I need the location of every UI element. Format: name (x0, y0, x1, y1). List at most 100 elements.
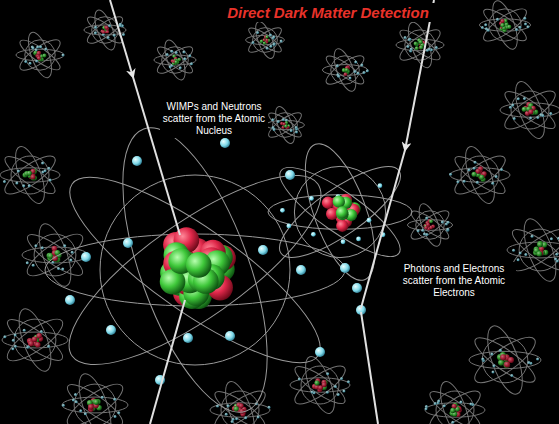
electron (500, 168, 503, 171)
electron-orbit (291, 135, 389, 288)
proton (105, 26, 109, 30)
electron (446, 228, 449, 231)
electron-orbit (290, 378, 350, 392)
electron (315, 347, 325, 357)
electron-orbit (425, 403, 485, 417)
electron-orbit (404, 19, 437, 70)
proton (88, 404, 94, 410)
electron (269, 33, 272, 36)
electron (170, 50, 173, 53)
electron (117, 411, 120, 414)
nucleus (450, 403, 462, 417)
electron (425, 233, 428, 236)
nucleus (87, 398, 102, 412)
electron-orbit (480, 5, 530, 46)
electron (23, 329, 26, 332)
electron (509, 106, 512, 109)
electron-orbit (460, 143, 501, 207)
electron (39, 45, 42, 48)
atom (469, 322, 541, 399)
electron (512, 249, 515, 252)
electron (273, 42, 276, 45)
electron (190, 62, 193, 65)
electron-orbit (405, 30, 435, 60)
atom (45, 111, 346, 424)
electron (298, 378, 301, 381)
electron (35, 60, 38, 63)
electron-orbit (416, 211, 445, 240)
electron (524, 22, 527, 25)
electron (22, 184, 25, 187)
electron (463, 180, 466, 183)
electron (175, 51, 178, 54)
electron (258, 245, 268, 255)
atom (2, 305, 68, 375)
electron (523, 97, 526, 100)
neutron (536, 251, 542, 257)
atom (265, 104, 304, 145)
electron (517, 97, 520, 100)
main-atoms (45, 111, 413, 424)
electron (495, 175, 498, 178)
electron (354, 60, 357, 63)
electron (280, 39, 283, 42)
electron (47, 345, 50, 348)
electron (491, 182, 494, 185)
electron (557, 237, 559, 240)
electron (311, 232, 316, 237)
electron-orbit (511, 91, 549, 129)
electron (490, 353, 493, 356)
electron-orbit (291, 361, 350, 409)
electron (225, 413, 228, 416)
electron-orbit (482, 337, 528, 383)
neutron (94, 399, 100, 405)
electron-orbit (518, 215, 559, 285)
electron (527, 361, 530, 364)
electron (65, 295, 75, 305)
electron-orbit (435, 378, 476, 424)
electron (311, 390, 314, 393)
incoming-track (405, 0, 434, 150)
atom (210, 378, 271, 424)
electron-orbit (469, 330, 541, 390)
electron (425, 405, 428, 408)
electron-orbit (426, 386, 485, 424)
electron (536, 357, 539, 360)
electron (41, 246, 44, 249)
electron (356, 237, 361, 242)
electron (280, 208, 285, 213)
electron (410, 47, 413, 50)
proton (28, 341, 34, 347)
nucleus (497, 352, 514, 368)
electron (406, 45, 409, 48)
proton (344, 72, 348, 76)
proton (426, 223, 430, 227)
neutron (419, 40, 423, 44)
nucleus (260, 35, 271, 44)
electron (404, 36, 407, 39)
atom (62, 370, 128, 424)
electron (467, 168, 470, 171)
electron-orbit (0, 150, 60, 200)
electron-orbit (23, 229, 88, 282)
electron-orbit (10, 143, 51, 207)
electrons (65, 138, 366, 385)
electron-orbit (268, 152, 412, 272)
electron (476, 181, 479, 184)
electron (17, 170, 20, 173)
neutron (479, 175, 484, 180)
electron-orbit (501, 86, 559, 134)
electron-orbit (450, 168, 510, 182)
nucleus (280, 121, 290, 129)
electron-orbit (408, 220, 453, 231)
electron (342, 390, 345, 393)
electron (555, 253, 558, 256)
electron (15, 182, 18, 185)
electron-orbit (481, 322, 530, 399)
neutron (333, 196, 345, 208)
electron-orbit (489, 9, 521, 41)
neutron (284, 125, 287, 128)
neutron (186, 252, 212, 278)
electron (481, 26, 484, 29)
